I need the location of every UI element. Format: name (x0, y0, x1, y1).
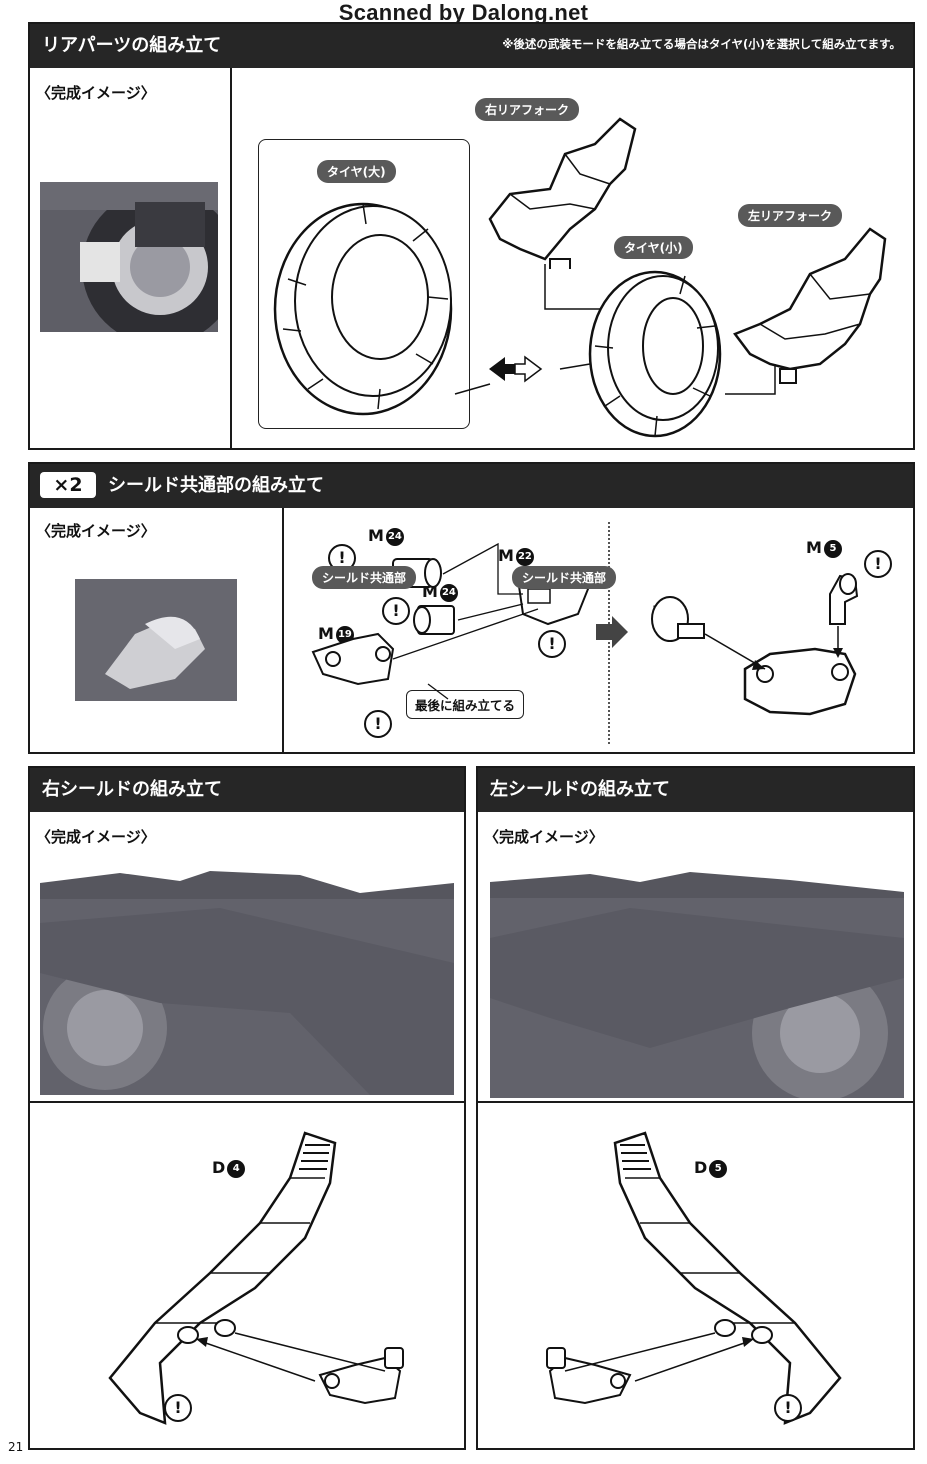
part-number-badge: 24 (439, 583, 458, 602)
shield-common-step2-drawing (651, 573, 859, 716)
warning-icon: ! (164, 1394, 192, 1422)
right-shield-photo-shapes (40, 863, 454, 1095)
divider (230, 68, 232, 448)
rear-photo-shapes (40, 182, 218, 332)
tire-large-box (258, 139, 470, 429)
left-shield-photo-shapes (490, 868, 904, 1098)
warning-icon: ! (364, 710, 392, 738)
left-fork-label: 左リアフォーク (738, 204, 843, 227)
complete-image-label: 〈完成イメージ〉 (36, 522, 156, 540)
part-number-badge: 24 (385, 527, 404, 546)
right-shield-panel: 右シールドの組み立て 〈完成イメージ〉 D4 シールド共通部 ! (28, 766, 466, 1450)
right-shield-title: 右シールドの組み立て (42, 779, 222, 800)
rear-parts-note: ※後述の武装モードを組み立てる場合はタイヤ(小)を選択して組み立てます。 (502, 37, 901, 51)
divider (30, 1101, 464, 1103)
right-shield-drawing (108, 1131, 404, 1425)
tire-small-label: タイヤ(小) (614, 236, 693, 259)
shield-common-photo (75, 579, 237, 701)
left-shield-photo (490, 868, 904, 1098)
part-number-badge: 22 (515, 547, 534, 566)
rear-complete-photo (40, 182, 218, 332)
complete-image-label: 〈完成イメージ〉 (36, 828, 156, 846)
right-fork-drawing (488, 117, 637, 269)
divider (282, 508, 284, 752)
right-shield-common-label: シールド共通部 (312, 566, 417, 589)
multiplier-badge: ×2 (40, 472, 96, 498)
page-number: 21 (8, 1440, 24, 1454)
part-number-badge: 19 (335, 625, 354, 644)
right-shield-photo (40, 863, 454, 1095)
assemble-last-callout: 最後に組み立てる (406, 690, 525, 719)
right-fork-label: 右リアフォーク (475, 98, 580, 121)
rear-parts-title: リアパーツの組み立て (42, 35, 222, 56)
divider (478, 1101, 913, 1103)
shield-common-photo-shapes (105, 616, 205, 689)
shield-common-step1-drawing (311, 542, 590, 700)
part-number-badge: 4 (227, 1159, 246, 1178)
right-shield-header: 右シールドの組み立て (30, 768, 464, 812)
tire-large-label: タイヤ(大) (317, 160, 396, 183)
shield-common-header: ×2 シールド共通部の組み立て (30, 464, 913, 508)
warning-icon: ! (538, 630, 566, 658)
shield-common-title: シールド共通部の組み立て (108, 475, 324, 496)
warning-icon: ! (774, 1394, 802, 1422)
swap-arrow (489, 355, 543, 383)
left-shield-title: 左シールドの組み立て (490, 779, 670, 800)
tire-small-drawing (588, 270, 722, 438)
rear-parts-panel: リアパーツの組み立て ※後述の武装モードを組み立てる場合はタイヤ(小)を選択して… (28, 22, 915, 450)
watermark: Scanned by Dalong.net (338, 0, 589, 25)
complete-image-label: 〈完成イメージ〉 (36, 84, 156, 102)
part-number-badge: 5 (709, 1159, 728, 1178)
step-arrow (596, 616, 628, 648)
left-shield-header: 左シールドの組み立て (478, 768, 913, 812)
left-shield-drawing (546, 1131, 842, 1425)
tire-large-drawing (273, 202, 453, 416)
left-fork-guide (725, 364, 776, 395)
part-number-badge: 5 (823, 539, 842, 558)
left-shield-common-label: シールド共通部 (512, 566, 617, 589)
complete-image-label: 〈完成イメージ〉 (484, 828, 604, 846)
warning-icon: ! (864, 550, 892, 578)
rear-parts-header: リアパーツの組み立て ※後述の武装モードを組み立てる場合はタイヤ(小)を選択して… (30, 24, 913, 68)
warning-icon: ! (382, 597, 410, 625)
left-fork-drawing (733, 227, 887, 384)
